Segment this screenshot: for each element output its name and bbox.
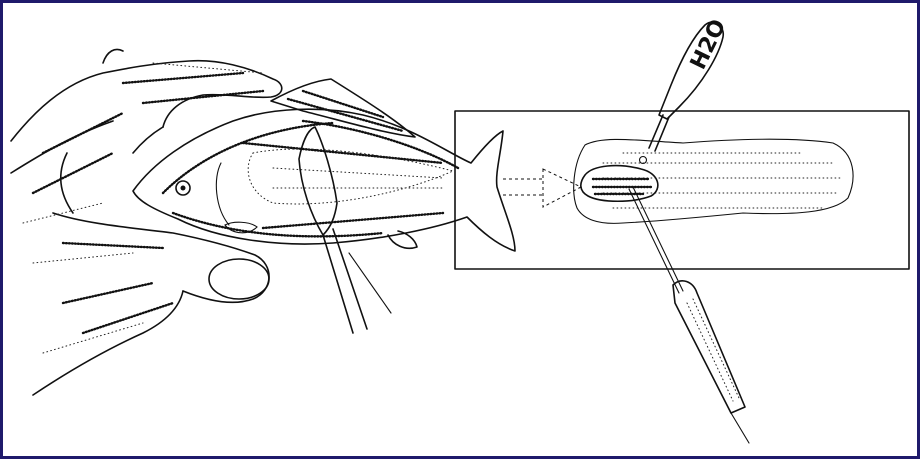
dropper-label: H2O bbox=[686, 16, 731, 74]
dropper: H2O bbox=[649, 16, 731, 151]
transfer-arrow bbox=[503, 169, 581, 207]
fish bbox=[133, 109, 515, 251]
microscope-slide bbox=[455, 111, 909, 269]
fish-scale-sampling-illustration: H2O bbox=[3, 3, 917, 456]
water-drop bbox=[640, 157, 647, 164]
sample-smear bbox=[574, 139, 853, 223]
dissecting-needle bbox=[629, 187, 749, 443]
scale-sample bbox=[581, 166, 658, 202]
scalpel bbox=[299, 127, 391, 333]
